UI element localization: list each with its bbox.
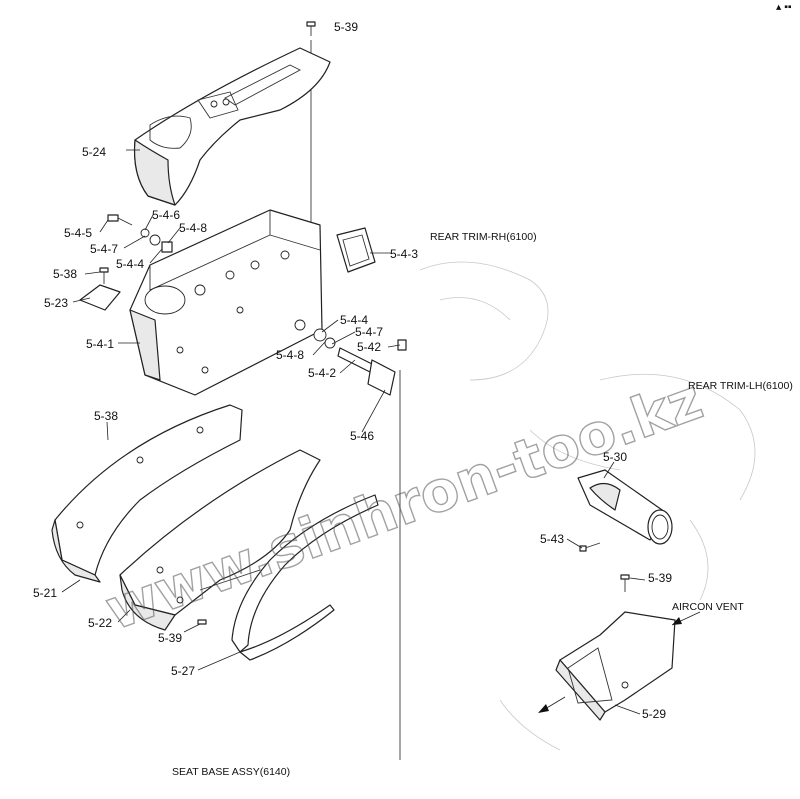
note-aircon-vent: AIRCON VENT <box>672 601 744 613</box>
fasteners-right <box>313 328 407 351</box>
console-frame-5-4-1 <box>129 209 323 396</box>
callout-5-4-8: 5-4-8 <box>179 221 207 235</box>
callout-5-4-1: 5-4-1 <box>86 337 114 351</box>
bezel-5-4-3 <box>336 227 376 273</box>
callout-5-4-3: 5-4-3 <box>390 247 418 261</box>
corner-mark: ▴ ▪▪ <box>776 1 792 13</box>
callout-5-38: 5-38 <box>94 409 118 423</box>
side-panel-5-22 <box>119 449 321 631</box>
fasteners-left <box>107 214 173 253</box>
callout-5-42: 5-42 <box>357 340 381 354</box>
callout-5-39: 5-39 <box>334 20 358 34</box>
callout-5-38: 5-38 <box>53 267 77 281</box>
callout-5-4-7: 5-4-7 <box>90 242 118 256</box>
callout-5-22: 5-22 <box>88 616 112 630</box>
callout-5-4-5: 5-4-5 <box>64 226 92 240</box>
side-panel-5-21 <box>51 404 243 583</box>
note-rear-trim-rh: REAR TRIM-RH(6100) <box>430 231 537 243</box>
reference-notes: REAR TRIM-RH(6100) REAR TRIM-LH(6100) AI… <box>172 231 793 778</box>
callout-5-23: 5-23 <box>44 296 68 310</box>
armrest-cover-5-24 <box>133 47 331 206</box>
callout-5-21: 5-21 <box>33 586 57 600</box>
callout-5-24: 5-24 <box>82 145 106 159</box>
screw-5-43 <box>579 542 601 552</box>
bracket-5-23 <box>79 267 121 311</box>
callout-5-46: 5-46 <box>350 429 374 443</box>
shaft-5-4-2 <box>337 347 396 396</box>
rear-trim-ghost <box>419 261 756 751</box>
callout-5-4-4: 5-4-4 <box>116 257 144 271</box>
callout-5-4-8: 5-4-8 <box>276 348 304 362</box>
callout-5-4-2: 5-4-2 <box>308 366 336 380</box>
callout-5-30: 5-30 <box>603 450 627 464</box>
arrows <box>538 611 701 713</box>
callout-5-39: 5-39 <box>648 571 672 585</box>
callout-5-29: 5-29 <box>642 707 666 721</box>
callout-labels: 5-39 5-24 5-4-6 5-4-5 5-4-8 5-4-7 5-4-4 … <box>33 20 672 721</box>
screw-5-39-top <box>306 21 316 36</box>
note-seat-base: SEAT BASE ASSY(6140) <box>172 766 290 778</box>
callout-5-43: 5-43 <box>540 532 564 546</box>
callout-5-4-6: 5-4-6 <box>152 208 180 222</box>
callout-5-4-7: 5-4-7 <box>355 325 383 339</box>
aircon-duct-5-29 <box>555 611 676 721</box>
duct-5-30 <box>577 469 673 545</box>
callout-5-4-4: 5-4-4 <box>340 313 368 327</box>
screw-5-39-mid <box>620 574 630 592</box>
callout-5-27: 5-27 <box>171 664 195 678</box>
note-rear-trim-lh: REAR TRIM-LH(6100) <box>688 380 793 392</box>
callout-5-39: 5-39 <box>158 631 182 645</box>
leader-lines <box>61 149 646 715</box>
